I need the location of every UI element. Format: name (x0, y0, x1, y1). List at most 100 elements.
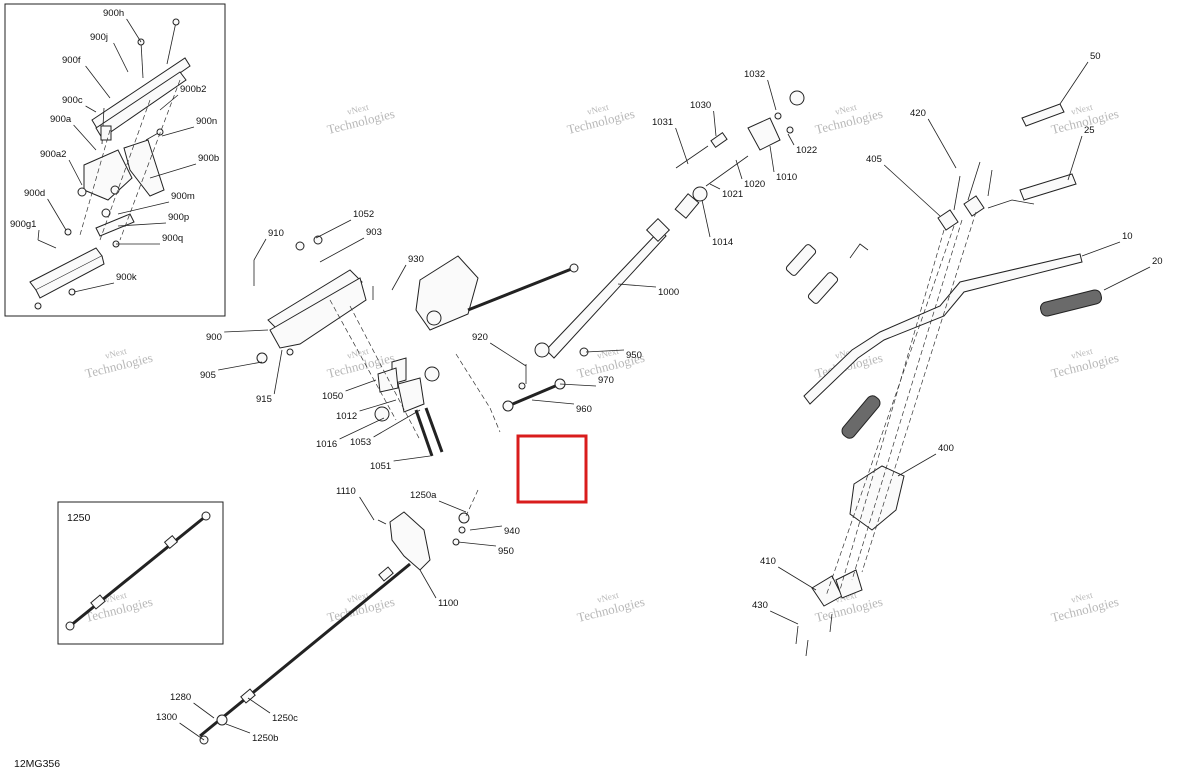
part-leader-903 (319, 237, 365, 263)
part-leader-1250a (438, 500, 467, 513)
part-leader-970 (559, 383, 597, 387)
center-parts (199, 90, 805, 745)
part-callout-950: 950 (626, 350, 642, 361)
part-leader-930 (391, 264, 407, 291)
part-leader-410 (777, 566, 817, 591)
part-leader-1300 (179, 722, 205, 741)
part-callout-950: 950 (498, 546, 514, 557)
part-callout-915: 915 (256, 394, 272, 405)
part-leader-1012 (359, 399, 397, 412)
inset-leader-900j (113, 42, 129, 73)
part-leader-950 (585, 349, 625, 353)
part-leader-1032 (767, 79, 777, 111)
part-leader-915 (273, 349, 283, 395)
inset-bottom-parts (65, 511, 211, 631)
part-leader-1053 (373, 409, 421, 438)
part-leader-1021 (709, 183, 721, 190)
inset-callout-900a: 900a (50, 114, 72, 125)
part-callout-920: 920 (472, 332, 488, 343)
part-callout-10: 10 (1122, 231, 1133, 242)
part-callout-1250b: 1250b (252, 733, 278, 744)
inset-callout-900k: 900k (116, 272, 137, 283)
part-leader-1250b (225, 723, 251, 734)
inset-leader-900d (47, 198, 67, 231)
part-callout-430: 430 (752, 600, 768, 611)
part-callout-1280: 1280 (170, 692, 191, 703)
part-callout-1110: 1110 (336, 486, 356, 497)
inset-callout-900p: 900p (168, 212, 189, 223)
part-leader-960 (531, 399, 575, 405)
part-callout-1010: 1010 (776, 172, 797, 183)
part-leader-405 (883, 164, 941, 217)
inset-callout-900d: 900d (24, 188, 45, 199)
inset-leader-900k (73, 282, 115, 293)
part-leader-1050 (345, 379, 377, 392)
inset-leader-900p (117, 222, 167, 227)
part-leader-1014 (701, 199, 711, 238)
inset-frame-top (4, 3, 226, 317)
inset-callout-900n: 900n (196, 116, 217, 127)
inset-callout-900f: 900f (62, 55, 81, 66)
part-callout-1030: 1030 (690, 100, 711, 111)
part-leader-1052 (315, 219, 352, 239)
right-parts (785, 103, 1102, 657)
part-callout-1051: 1051 (370, 461, 391, 472)
inset-leader-900f (85, 65, 111, 99)
inset-leader-900a2 (68, 159, 83, 186)
part-leader-1000 (617, 283, 657, 288)
part-leader-905 (218, 361, 263, 371)
inset-leader-900b (149, 163, 197, 179)
inset-leader-900g1 (37, 229, 40, 241)
part-leader-20 (1103, 266, 1151, 291)
part-callout-960: 960 (576, 404, 592, 415)
part-callout-1032: 1032 (744, 69, 765, 80)
inset-callout-900m: 900m (171, 191, 195, 202)
part-callout-1250a: 1250a (410, 490, 437, 501)
leader-lines (37, 18, 1151, 741)
part-leader-910 (253, 238, 267, 261)
part-callout-1014: 1014 (712, 237, 733, 248)
part-leader-1100 (419, 569, 437, 599)
part-callout-410: 410 (760, 556, 776, 567)
part-callout-1052: 1052 (353, 209, 374, 220)
part-leader-1022 (787, 133, 795, 146)
inset-callout-900q: 900q (162, 233, 183, 244)
inset-leader-900c (85, 105, 97, 113)
inset-leader-900b2 (159, 94, 179, 111)
part-callout-940: 940 (504, 526, 520, 537)
part-callout-405: 405 (866, 154, 882, 165)
part-callout-1020: 1020 (744, 179, 765, 190)
part-callout-1012: 1012 (336, 411, 357, 422)
part-callout-900: 900 (206, 332, 222, 343)
inset-leader-900a (73, 124, 97, 151)
part-leader-940 (469, 525, 503, 531)
inset-leader-900h (126, 18, 142, 43)
part-leader-1110 (359, 496, 375, 521)
part-leader-10 (1081, 241, 1121, 257)
part-leader-920 (489, 342, 527, 367)
part-callout-930: 930 (408, 254, 424, 265)
part-callout-1031: 1031 (652, 117, 673, 128)
part-leader-1280 (193, 702, 215, 719)
part-callout-1021: 1021 (722, 189, 743, 200)
part-leader-420 (927, 118, 957, 169)
part-callout-1022: 1022 (796, 145, 817, 156)
part-callout-1250c: 1250c (272, 713, 298, 724)
diagram-code: 12MG356 (14, 758, 60, 770)
inset-title: 1250 (67, 512, 91, 524)
highlight-box[interactable] (516, 434, 588, 504)
part-callout-1050: 1050 (322, 391, 343, 402)
part-callout-903: 903 (366, 227, 382, 238)
inset-leader-900n (161, 126, 195, 137)
part-callout-1300: 1300 (156, 712, 177, 723)
part-leader-1250c (247, 697, 271, 714)
part-callout-1000: 1000 (658, 287, 679, 298)
